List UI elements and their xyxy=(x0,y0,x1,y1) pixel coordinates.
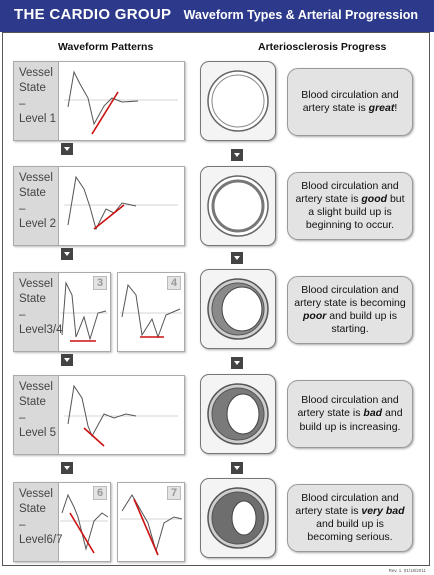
artery-diagram xyxy=(207,70,269,132)
down-arrow-icon xyxy=(231,462,243,474)
vessel-state-label: Vessel State – Level3/4 xyxy=(14,273,63,351)
down-arrow-icon xyxy=(231,149,243,161)
waveform-plot xyxy=(64,175,178,231)
label-line: Vessel xyxy=(19,67,53,79)
desc-text: Blood circulation and artery state is xyxy=(301,88,399,114)
waveform-card-level-3: Vessel State – Level3/4 3 xyxy=(13,272,111,352)
vessel-state-label: Vessel State – Level 2 xyxy=(14,167,59,245)
label-line: State xyxy=(19,503,46,515)
label-line: Vessel xyxy=(19,488,53,500)
label-line: – xyxy=(19,98,26,110)
artery-diagram xyxy=(207,175,269,237)
desc-text: Blood circulation and artery state is xyxy=(297,394,399,420)
label-line: Vessel xyxy=(19,381,53,393)
artery-level-2 xyxy=(200,166,276,246)
label-line: State xyxy=(19,82,46,94)
level-badge: 6 xyxy=(93,486,107,500)
label-line: State xyxy=(19,187,46,199)
label-line: Level3/4 xyxy=(19,324,63,336)
artery-diagram xyxy=(207,278,269,340)
vessel-state-label: Vessel State – Level 5 xyxy=(14,376,59,454)
page-title: Waveform Types & Arterial Progression xyxy=(183,8,418,22)
waveform-plot xyxy=(120,283,182,339)
level-badge: 3 xyxy=(93,276,107,290)
down-arrow-icon xyxy=(61,354,73,366)
desc-emphasis: bad xyxy=(363,407,383,420)
desc-emphasis: poor xyxy=(303,310,327,322)
level-badge: 7 xyxy=(167,486,181,500)
label-line: Level 5 xyxy=(19,427,57,439)
desc-emphasis: great xyxy=(368,102,395,114)
label-line: – xyxy=(19,412,26,424)
description-level-5: Blood circulation and artery state is ba… xyxy=(287,380,413,448)
artery-diagram xyxy=(207,383,269,445)
desc-text: Blood circulation and artery state is xyxy=(295,491,399,517)
waveform-plot xyxy=(60,493,109,554)
revision-note: Rev. 1. 01/18/2011 xyxy=(388,568,426,573)
artery-diagram xyxy=(207,487,269,549)
content-frame xyxy=(2,32,430,566)
label-line: – xyxy=(19,203,26,215)
artery-level-1 xyxy=(200,61,276,141)
label-line: Level6/7 xyxy=(19,534,63,546)
arteriosclerosis-column-title: Arteriosclerosis Progress xyxy=(258,41,387,53)
label-line: Vessel xyxy=(19,278,53,290)
label-line: – xyxy=(19,519,26,531)
waveform-card-level-6: Vessel State – Level6/7 6 xyxy=(13,482,111,562)
waveform-card-level-4: 4 xyxy=(117,272,185,352)
desc-text: Blood circulation and artery state is xyxy=(295,179,399,205)
waveform-card-level-5: Vessel State – Level 5 xyxy=(13,375,185,455)
description-level-3-4: Blood circulation and artery state is be… xyxy=(287,276,413,344)
desc-text: and build up is starting. xyxy=(326,310,397,336)
down-arrow-icon xyxy=(61,248,73,260)
vessel-state-label: Vessel State – Level 1 xyxy=(14,62,59,140)
description-level-2: Blood circulation and artery state is go… xyxy=(287,172,413,240)
label-line: State xyxy=(19,396,46,408)
label-line: Level 2 xyxy=(19,218,57,230)
desc-text: ! xyxy=(394,102,398,114)
artery-level-3-4 xyxy=(200,269,276,349)
desc-emphasis: good xyxy=(361,192,388,205)
label-line: State xyxy=(19,293,46,305)
waveform-plot xyxy=(60,281,108,342)
waveform-plot xyxy=(64,384,178,447)
label-line: Level 1 xyxy=(19,113,57,125)
down-arrow-icon xyxy=(231,252,243,264)
level-badge: 4 xyxy=(167,276,181,290)
vessel-state-label: Vessel State – Level6/7 xyxy=(14,483,63,561)
brand-title: THE CARDIO GROUP xyxy=(14,6,172,23)
waveform-card-level-7: 7 xyxy=(117,482,185,562)
desc-text: and build up is increasing. xyxy=(299,407,403,433)
desc-text: but a slight build up is beginning to oc… xyxy=(305,192,405,232)
description-level-6-7: Blood circulation and artery state is ve… xyxy=(287,484,413,552)
waveform-plot xyxy=(64,70,178,135)
label-line: – xyxy=(19,309,26,321)
waveform-card-level-1: Vessel State – Level 1 xyxy=(13,61,185,141)
desc-text: Blood circulation and artery state is be… xyxy=(294,283,406,309)
artery-level-6-7 xyxy=(200,478,276,558)
waveform-column-title: Waveform Patterns xyxy=(58,41,154,53)
down-arrow-icon xyxy=(61,462,73,474)
header-bar: THE CARDIO GROUP Waveform Types & Arteri… xyxy=(0,0,434,32)
artery-level-5 xyxy=(200,374,276,454)
down-arrow-icon xyxy=(231,357,243,369)
desc-text: and build up is becoming serious. xyxy=(307,518,393,544)
down-arrow-icon xyxy=(61,143,73,155)
description-level-1: Blood circulation and artery state is gr… xyxy=(287,68,413,136)
desc-emphasis: very bad xyxy=(361,504,405,517)
label-line: Vessel xyxy=(19,172,53,184)
waveform-card-level-2: Vessel State – Level 2 xyxy=(13,166,185,246)
waveform-plot xyxy=(120,494,183,556)
